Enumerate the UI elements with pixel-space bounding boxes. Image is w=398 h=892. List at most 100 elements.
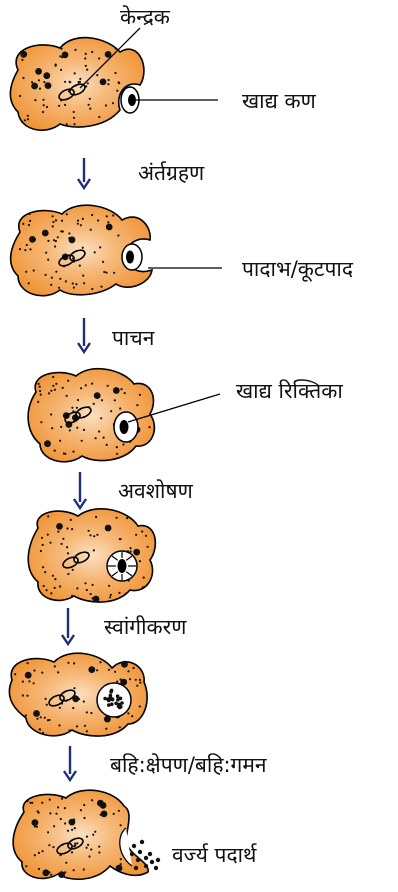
cytoplasm-dot bbox=[54, 389, 56, 391]
granule bbox=[44, 440, 51, 447]
cytoplasm-dot bbox=[31, 81, 33, 83]
cytoplasm-dot bbox=[25, 271, 27, 273]
cytoplasm-dot bbox=[58, 105, 60, 107]
cytoplasm-dot bbox=[69, 81, 71, 83]
cytoplasm-dot bbox=[66, 546, 68, 548]
cytoplasm-dot bbox=[61, 56, 63, 58]
granule bbox=[25, 672, 32, 679]
cytoplasm-dot bbox=[136, 685, 138, 687]
food-vacuole-label: खाद्य रिक्तिका bbox=[236, 379, 343, 403]
cytoplasm-dot bbox=[139, 394, 141, 396]
cytoplasm-dot bbox=[93, 403, 95, 405]
cytoplasm-dot bbox=[91, 383, 93, 385]
cytoplasm-dot bbox=[129, 678, 131, 680]
cytoplasm-dot bbox=[86, 69, 88, 71]
cytoplasm-dot bbox=[24, 249, 26, 251]
cytoplasm-dot bbox=[98, 430, 100, 432]
cytoplasm-dot bbox=[73, 111, 75, 113]
cytoplasm-dot bbox=[33, 669, 35, 671]
cytoplasm-dot bbox=[107, 221, 109, 223]
cytoplasm-dot bbox=[59, 440, 61, 442]
cytoplasm-dot bbox=[103, 271, 105, 273]
cytoplasm-dot bbox=[52, 225, 54, 227]
cytoplasm-dot bbox=[53, 239, 55, 241]
cytoplasm-dot bbox=[114, 671, 116, 673]
cytoplasm-dot bbox=[119, 726, 121, 728]
cytoplasm-dot bbox=[95, 516, 97, 518]
cytoplasm-dot bbox=[62, 387, 64, 389]
step-label-digestion: पाचन bbox=[112, 326, 155, 350]
cytoplasm-dot bbox=[44, 571, 46, 573]
cytoplasm-dot bbox=[58, 287, 60, 289]
cytoplasm-dot bbox=[40, 716, 42, 718]
cytoplasm-dot bbox=[102, 261, 104, 263]
cytoplasm-dot bbox=[49, 542, 51, 544]
cytoplasm-dot bbox=[55, 65, 57, 67]
cytoplasm-dot bbox=[45, 252, 47, 254]
cytoplasm-dot bbox=[82, 218, 84, 220]
step-arrow-4 bbox=[62, 608, 74, 644]
cytoplasm-dot bbox=[28, 224, 30, 226]
cytoplasm-dot bbox=[89, 98, 91, 100]
cytoplasm-dot bbox=[119, 407, 121, 409]
cytoplasm-dot bbox=[78, 698, 80, 700]
cytoplasm-dot bbox=[118, 82, 120, 84]
cytoplasm-dot bbox=[28, 282, 30, 284]
cytoplasm-dot bbox=[67, 552, 69, 554]
cytoplasm-dot bbox=[55, 383, 57, 385]
cytoplasm-dot bbox=[29, 248, 31, 250]
cytoplasm-dot bbox=[136, 404, 138, 406]
cytoplasm-dot bbox=[124, 392, 126, 394]
waste-particle bbox=[150, 860, 154, 864]
cytoplasm-dot bbox=[37, 401, 39, 403]
cytoplasm-dot bbox=[112, 102, 114, 104]
cytoplasm-dot bbox=[98, 851, 100, 853]
assimilation-vacuole bbox=[97, 683, 131, 717]
cytoplasm-dot bbox=[55, 240, 57, 242]
cytoplasm-dot bbox=[98, 846, 100, 848]
cytoplasm-dot bbox=[116, 453, 118, 455]
cytoplasm-dot bbox=[139, 560, 141, 562]
cytoplasm-dot bbox=[85, 53, 87, 55]
digested-particle bbox=[103, 697, 107, 701]
cytoplasm-dot bbox=[57, 236, 59, 238]
cytoplasm-dot bbox=[100, 814, 102, 816]
cytoplasm-dot bbox=[88, 855, 90, 857]
cytoplasm-dot bbox=[83, 804, 85, 806]
cytoplasm-dot bbox=[105, 812, 107, 814]
cytoplasm-dot bbox=[60, 818, 62, 820]
cytoplasm-dot bbox=[53, 825, 55, 827]
cytoplasm-dot bbox=[74, 827, 76, 829]
cytoplasm-dot bbox=[42, 566, 44, 568]
cytoplasm-dot bbox=[68, 729, 70, 731]
cytoplasm-dot bbox=[39, 88, 41, 90]
food-particle-label: खाद्य कण bbox=[242, 89, 317, 113]
cytoplasm-dot bbox=[36, 718, 38, 720]
granule bbox=[105, 525, 112, 532]
cytoplasm-dot bbox=[25, 865, 27, 867]
cytoplasm-dot bbox=[97, 219, 99, 221]
cytoplasm-dot bbox=[59, 707, 61, 709]
cytoplasm-dot bbox=[55, 271, 57, 273]
cytoplasm-dot bbox=[61, 798, 63, 800]
waste-particle bbox=[130, 852, 134, 856]
cytoplasm-dot bbox=[55, 219, 57, 221]
cytoplasm-dot bbox=[38, 852, 40, 854]
cytoplasm-dot bbox=[87, 844, 89, 846]
step-arrow-1 bbox=[78, 158, 90, 188]
cytoplasm-dot bbox=[100, 286, 102, 288]
step-label-absorption: अवशोषण bbox=[118, 479, 194, 503]
cytoplasm-dot bbox=[72, 451, 74, 453]
food-particle bbox=[122, 244, 142, 270]
cytoplasm-dot bbox=[25, 714, 27, 716]
amoeba-body bbox=[28, 369, 154, 462]
cytoplasm-dot bbox=[139, 679, 141, 681]
cytoplasm-dot bbox=[71, 829, 73, 831]
granule bbox=[56, 523, 63, 530]
cytoplasm-dot bbox=[41, 537, 43, 539]
cytoplasm-dot bbox=[95, 437, 97, 439]
waste-particle bbox=[144, 856, 148, 860]
cytoplasm-dot bbox=[51, 277, 53, 279]
cytoplasm-dot bbox=[73, 818, 75, 820]
cytoplasm-dot bbox=[73, 687, 75, 689]
